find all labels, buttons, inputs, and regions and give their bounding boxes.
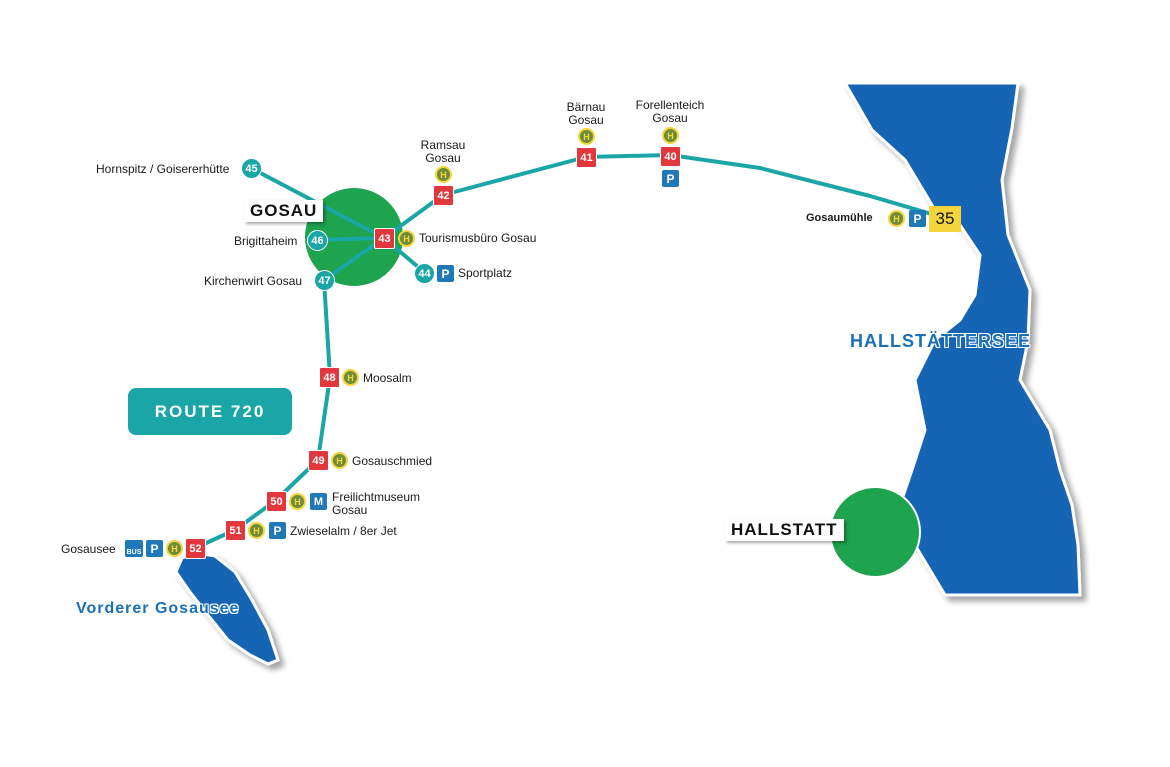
town-label-hallstatt: HALLSTATT <box>725 519 844 541</box>
bus-stop-icon: H <box>331 452 348 469</box>
bus-stop-icon: H <box>342 369 359 386</box>
museum-icon: M <box>310 493 327 510</box>
stop-42-label: Ramsau Gosau <box>420 138 466 165</box>
stop-47-marker[interactable]: 47 <box>314 270 335 291</box>
route-badge: ROUTE 720 <box>128 388 292 435</box>
town-label-gosau: GOSAU <box>244 200 324 222</box>
stop-44-marker[interactable]: 44 <box>414 263 435 284</box>
stop-46-marker[interactable]: 46 <box>307 230 328 251</box>
stop-52-label: Gosausee <box>61 542 116 556</box>
stop-41-marker[interactable]: 41 <box>576 147 597 168</box>
parking-icon: P <box>662 170 679 187</box>
parking-icon: P <box>909 210 926 227</box>
bus-icon: BUS <box>125 540 143 557</box>
stop-35-label: Gosaumühle <box>806 212 873 224</box>
stop-47-label: Kirchenwirt Gosau <box>204 274 303 288</box>
stop-40-marker[interactable]: 40 <box>660 146 681 167</box>
hallstaettersee-lake <box>842 81 1082 597</box>
stop-41-label: Bärnau Gosau <box>566 100 606 127</box>
stop-40-label: Forellenteich Gosau <box>635 98 705 125</box>
stop-45-marker[interactable]: 45 <box>241 158 262 179</box>
stop-44-label: Sportplatz <box>458 266 513 280</box>
stop-48-label: Moosalm <box>363 371 412 385</box>
parking-icon: P <box>269 522 286 539</box>
lake-label-vorderer-gosausee: Vorderer Gosausee <box>76 600 240 617</box>
stop-45-label: Hornspitz / Goisererhütte <box>96 162 230 176</box>
stop-50-label: Freilichtmuseum Gosau <box>332 490 421 517</box>
stop-51-label: Zwieselalm / 8er Jet <box>290 524 397 538</box>
stop-42-marker[interactable]: 42 <box>433 185 454 206</box>
parking-icon: P <box>146 540 163 557</box>
bus-stop-icon: H <box>578 128 595 145</box>
stop-43-marker[interactable]: 43 <box>374 228 395 249</box>
bus-stop-icon: H <box>888 210 905 227</box>
stop-35-marker[interactable]: 35 <box>929 206 961 232</box>
vorderer-gosausee-lake <box>174 551 280 666</box>
stop-49-marker[interactable]: 49 <box>308 450 329 471</box>
stop-46-label: Brigittaheim <box>234 234 298 248</box>
bus-stop-icon: H <box>248 522 265 539</box>
bus-stop-icon: H <box>398 230 415 247</box>
stop-49-label: Gosauschmied <box>352 454 433 468</box>
parking-icon: P <box>437 265 454 282</box>
bus-stop-icon: H <box>289 493 306 510</box>
lake-label-hallstaettersee: HALLSTÄTTERSEE <box>850 331 1032 351</box>
stop-52-marker[interactable]: 52 <box>185 538 206 559</box>
bus-stop-icon: H <box>435 166 452 183</box>
stop-50-marker[interactable]: 50 <box>266 491 287 512</box>
stop-43-label: Tourismusbüro Gosau <box>419 231 537 245</box>
bus-stop-icon: H <box>662 127 679 144</box>
stop-51-marker[interactable]: 51 <box>225 520 246 541</box>
bus-stop-icon: H <box>166 540 183 557</box>
stop-48-marker[interactable]: 48 <box>319 367 340 388</box>
